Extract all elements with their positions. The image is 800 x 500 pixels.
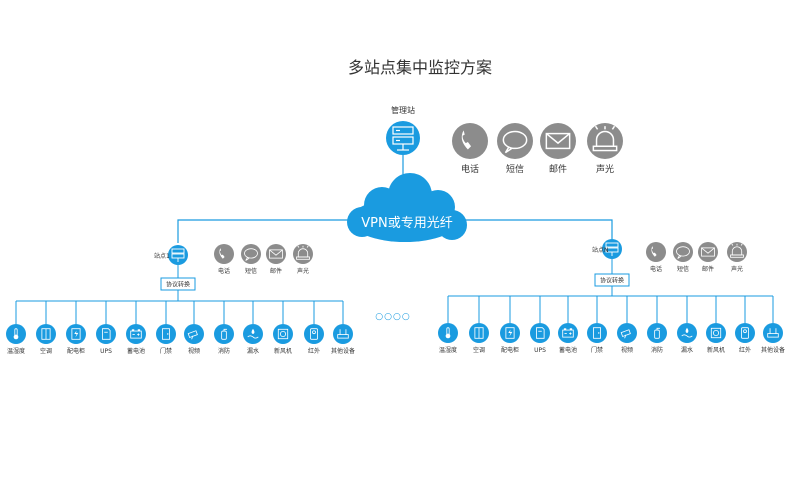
thermometer-icon <box>6 324 26 344</box>
power-cabinet-icon <box>66 324 86 344</box>
chat-label: 短信 <box>506 163 524 175</box>
protocol-converter-label: 协议转换 <box>600 277 624 285</box>
mail-label: 邮件 <box>549 163 567 175</box>
infrared-icon <box>304 324 324 344</box>
mail-label: 邮件 <box>270 267 282 275</box>
phone-label: 电话 <box>650 265 662 273</box>
phone-label: 电话 <box>218 267 230 275</box>
other-device-label: 其他设备 <box>761 346 785 354</box>
chat-label: 短信 <box>677 265 689 273</box>
door-icon <box>587 323 607 343</box>
fire-extinguisher-label: 消防 <box>218 347 230 355</box>
battery-label: 蓄电池 <box>559 346 577 354</box>
power-cabinet-label: 配电柜 <box>501 346 519 354</box>
chat-icon <box>497 123 533 159</box>
mail-icon <box>698 242 718 262</box>
fresh-air-label: 新风机 <box>707 346 725 354</box>
chat-icon <box>241 244 261 264</box>
phone-icon <box>214 244 234 264</box>
fresh-air-label: 新风机 <box>274 347 292 355</box>
battery-label: 蓄电池 <box>127 347 145 355</box>
network-label: VPN或专用光纤 <box>361 216 452 231</box>
camera-icon <box>617 323 637 343</box>
chat-icon <box>673 242 693 262</box>
door-icon <box>156 324 176 344</box>
alarm-light-label: 声光 <box>596 163 614 175</box>
water-leak-icon <box>677 323 697 343</box>
top-alarm-group: 电话 短信 邮件 声光 <box>452 123 623 175</box>
other-device-icon <box>333 324 353 344</box>
fire-extinguisher-label: 消防 <box>651 346 663 354</box>
alarm-light-icon <box>293 244 313 264</box>
air-conditioner-icon <box>36 324 56 344</box>
ups-icon <box>96 324 116 344</box>
camera-label: 视频 <box>188 347 200 355</box>
other-device-icon <box>763 323 783 343</box>
alarm-light-icon <box>727 242 747 262</box>
ups-label: UPS <box>534 347 546 354</box>
ups-label: UPS <box>100 348 112 355</box>
link-to-site-1 <box>177 219 355 243</box>
thermometer-label: 温湿度 <box>439 346 457 354</box>
phone-label: 电话 <box>461 163 479 175</box>
alarm-light-icon <box>587 123 623 159</box>
page-title: 多站点集中监控方案 <box>348 58 492 77</box>
alarm-light-label: 声光 <box>297 267 309 275</box>
air-conditioner-label: 空调 <box>40 347 52 355</box>
door-label: 门禁 <box>591 346 603 354</box>
ellipsis-dots: ○○○○ <box>375 312 410 322</box>
fresh-air-icon <box>273 324 293 344</box>
air-conditioner-icon <box>469 323 489 343</box>
infrared-label: 红外 <box>739 346 751 354</box>
ups-icon <box>530 323 550 343</box>
power-cabinet-label: 配电柜 <box>67 347 85 355</box>
door-label: 门禁 <box>160 347 172 355</box>
infrared-label: 红外 <box>308 347 320 355</box>
thermometer-icon <box>438 323 458 343</box>
network-cloud <box>347 173 467 242</box>
mail-icon <box>266 244 286 264</box>
thermometer-label: 温湿度 <box>7 347 25 355</box>
power-cabinet-icon <box>500 323 520 343</box>
chat-label: 短信 <box>245 267 257 275</box>
link-to-site-n <box>455 219 613 239</box>
fire-extinguisher-icon <box>647 323 667 343</box>
site-server-icon <box>602 239 622 259</box>
site-label: 站点N <box>592 246 609 254</box>
fresh-air-icon <box>706 323 726 343</box>
phone-icon <box>452 123 488 159</box>
site-label: 站点1 <box>154 252 170 260</box>
management-station-label: 管理站 <box>391 105 415 115</box>
air-conditioner-label: 空调 <box>473 346 485 354</box>
water-leak-icon <box>243 324 263 344</box>
phone-icon <box>646 242 666 262</box>
infrared-icon <box>735 323 755 343</box>
battery-icon <box>558 323 578 343</box>
mail-label: 邮件 <box>702 265 714 273</box>
fire-extinguisher-icon <box>214 324 234 344</box>
camera-label: 视频 <box>621 346 633 354</box>
site-server-icon <box>168 245 188 265</box>
battery-icon <box>126 324 146 344</box>
camera-icon <box>184 324 204 344</box>
water-leak-label: 漏水 <box>681 346 693 354</box>
mail-icon <box>540 123 576 159</box>
protocol-converter-label: 协议转换 <box>166 281 190 289</box>
other-device-label: 其他设备 <box>331 347 355 355</box>
water-leak-label: 漏水 <box>247 347 259 355</box>
management-server-icon <box>386 121 420 155</box>
alarm-light-label: 声光 <box>731 265 743 273</box>
